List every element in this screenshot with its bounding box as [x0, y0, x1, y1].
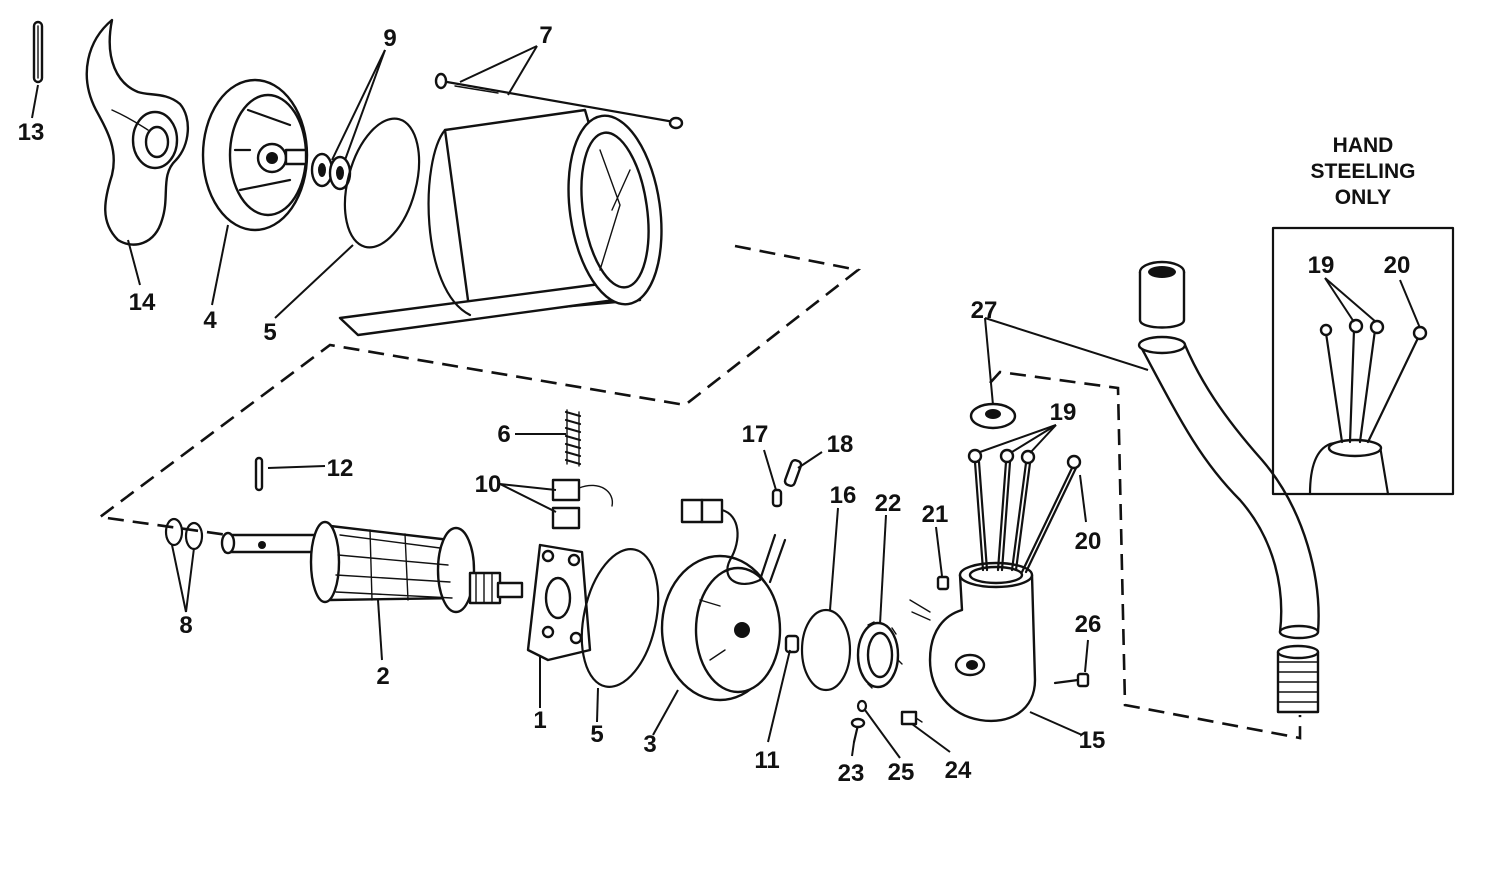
- label-9: 9: [383, 25, 396, 52]
- label-10: 10: [475, 471, 502, 498]
- brush-spring-part: [564, 409, 582, 467]
- note-line-1: HAND: [1333, 134, 1394, 157]
- label-5-top: 5: [263, 319, 276, 346]
- label-15: 15: [1079, 727, 1106, 754]
- label-4: 4: [203, 307, 217, 334]
- cotter-pin-part: [32, 20, 44, 84]
- note-line-2: STEELING: [1310, 160, 1415, 183]
- label-20-inset: 20: [1384, 252, 1411, 279]
- o-ring-lower-part: [580, 548, 660, 688]
- thrust-washers-part: [164, 517, 204, 551]
- label-26: 26: [1075, 611, 1102, 638]
- grommet-part: [969, 402, 1017, 430]
- lower-unit-head-part: [909, 561, 1037, 723]
- motor-housing-part: [338, 108, 663, 337]
- washers-part: [310, 152, 352, 191]
- label-14: 14: [129, 289, 156, 316]
- o-ring-16-part: [800, 608, 852, 692]
- sleeve-part: [783, 459, 803, 487]
- label-3: 3: [643, 731, 656, 758]
- brushes-part: [551, 478, 614, 530]
- drive-pin-part: [254, 456, 264, 492]
- label-2: 2: [376, 663, 389, 690]
- set-screw-part: [936, 575, 950, 591]
- label-16: 16: [830, 482, 857, 509]
- label-25: 25: [888, 759, 915, 786]
- retaining-nut-part: [856, 621, 903, 689]
- note-line-3: ONLY: [1335, 186, 1391, 209]
- steering-tube-part: [1137, 260, 1320, 714]
- label-8: 8: [179, 612, 192, 639]
- label-18: 18: [827, 431, 854, 458]
- label-1: 1: [533, 707, 546, 734]
- label-17: 17: [742, 421, 769, 448]
- label-19-inset: 19: [1308, 252, 1335, 279]
- propeller-part: [85, 18, 190, 246]
- label-22: 22: [875, 490, 902, 517]
- hand-steering-inset: [1271, 226, 1455, 496]
- label-12: 12: [327, 455, 354, 482]
- label-6: 6: [497, 421, 510, 448]
- assembly-dashed-outline: [96, 244, 862, 538]
- wire-leads-part: [967, 448, 1082, 574]
- label-19-main: 19: [1050, 399, 1077, 426]
- label-24: 24: [945, 757, 972, 784]
- label-11: 11: [754, 747, 779, 774]
- label-13: 13: [18, 119, 45, 146]
- label-27: 27: [971, 297, 998, 324]
- label-5-lower: 5: [590, 721, 603, 748]
- o-ring-top-part: [343, 117, 421, 249]
- label-21: 21: [922, 501, 949, 528]
- label-23: 23: [838, 760, 865, 787]
- end-cap-part: [201, 78, 309, 232]
- label-7: 7: [539, 22, 552, 49]
- terminal-part: [771, 488, 783, 508]
- leader-lines: [31, 45, 1421, 759]
- field-housing-part: [660, 498, 787, 702]
- plug-part: [784, 634, 800, 654]
- screw-26-part: [1053, 672, 1090, 688]
- armature-part: [220, 520, 524, 614]
- brush-plate-part: [526, 543, 592, 662]
- label-20-main: 20: [1075, 528, 1102, 555]
- through-bolt-part: [434, 72, 684, 130]
- small-hardware-part: [850, 699, 923, 744]
- column-dashed-outline: [989, 370, 1302, 740]
